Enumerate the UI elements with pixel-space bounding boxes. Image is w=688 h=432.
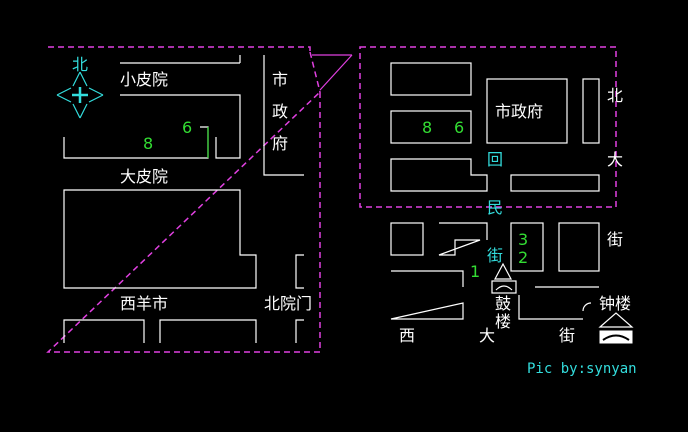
label-gu: 鼓	[495, 294, 511, 313]
label-jie: 街	[487, 246, 503, 265]
marker-3: 3	[518, 230, 528, 249]
left-map-frame	[46, 46, 321, 353]
zoom-connector-diag	[319, 54, 353, 91]
left-map-blocks	[63, 55, 304, 343]
label-hui: 回	[487, 150, 503, 169]
label-lou: 楼	[495, 312, 511, 331]
marker-8-left: 8	[143, 134, 153, 153]
drum-tower-icon	[491, 262, 517, 294]
label-jie3: 街	[559, 326, 575, 345]
label-da: 大	[607, 150, 623, 169]
right-map-frame	[359, 46, 617, 208]
bell-tower-icon	[598, 312, 634, 344]
marker-6-left: 6	[182, 118, 192, 137]
left-frame-right-upper	[309, 51, 321, 93]
label-xiaopiyuan: 小皮院	[120, 70, 168, 89]
credit-text: Pic by:synyan	[527, 361, 637, 377]
marker-2: 2	[518, 248, 528, 267]
label-zheng: 政	[272, 102, 288, 121]
marker-1: 1	[470, 262, 480, 281]
label-min: 民	[487, 198, 503, 217]
compass-rose-icon: 北	[56, 55, 104, 119]
label-bei: 北	[607, 86, 623, 105]
right-map-blocks	[390, 62, 600, 320]
label-jie2: 街	[607, 230, 623, 249]
label-xiyangshi: 西羊市	[120, 294, 168, 313]
label-fu: 府	[272, 134, 288, 153]
label-beiyuanmen: 北院门	[264, 294, 312, 313]
label-shizhengfu: 市政府	[495, 102, 543, 121]
compass-north-label: 北	[72, 55, 88, 74]
label-da2: 大	[479, 326, 495, 345]
label-zhonglou: 钟楼	[599, 294, 631, 313]
marker-8-right: 8	[422, 118, 432, 137]
label-dapiyuan: 大皮院	[120, 167, 168, 186]
marker-6-right: 6	[454, 118, 464, 137]
label-xi: 西	[399, 326, 415, 345]
label-shi: 市	[272, 70, 288, 89]
